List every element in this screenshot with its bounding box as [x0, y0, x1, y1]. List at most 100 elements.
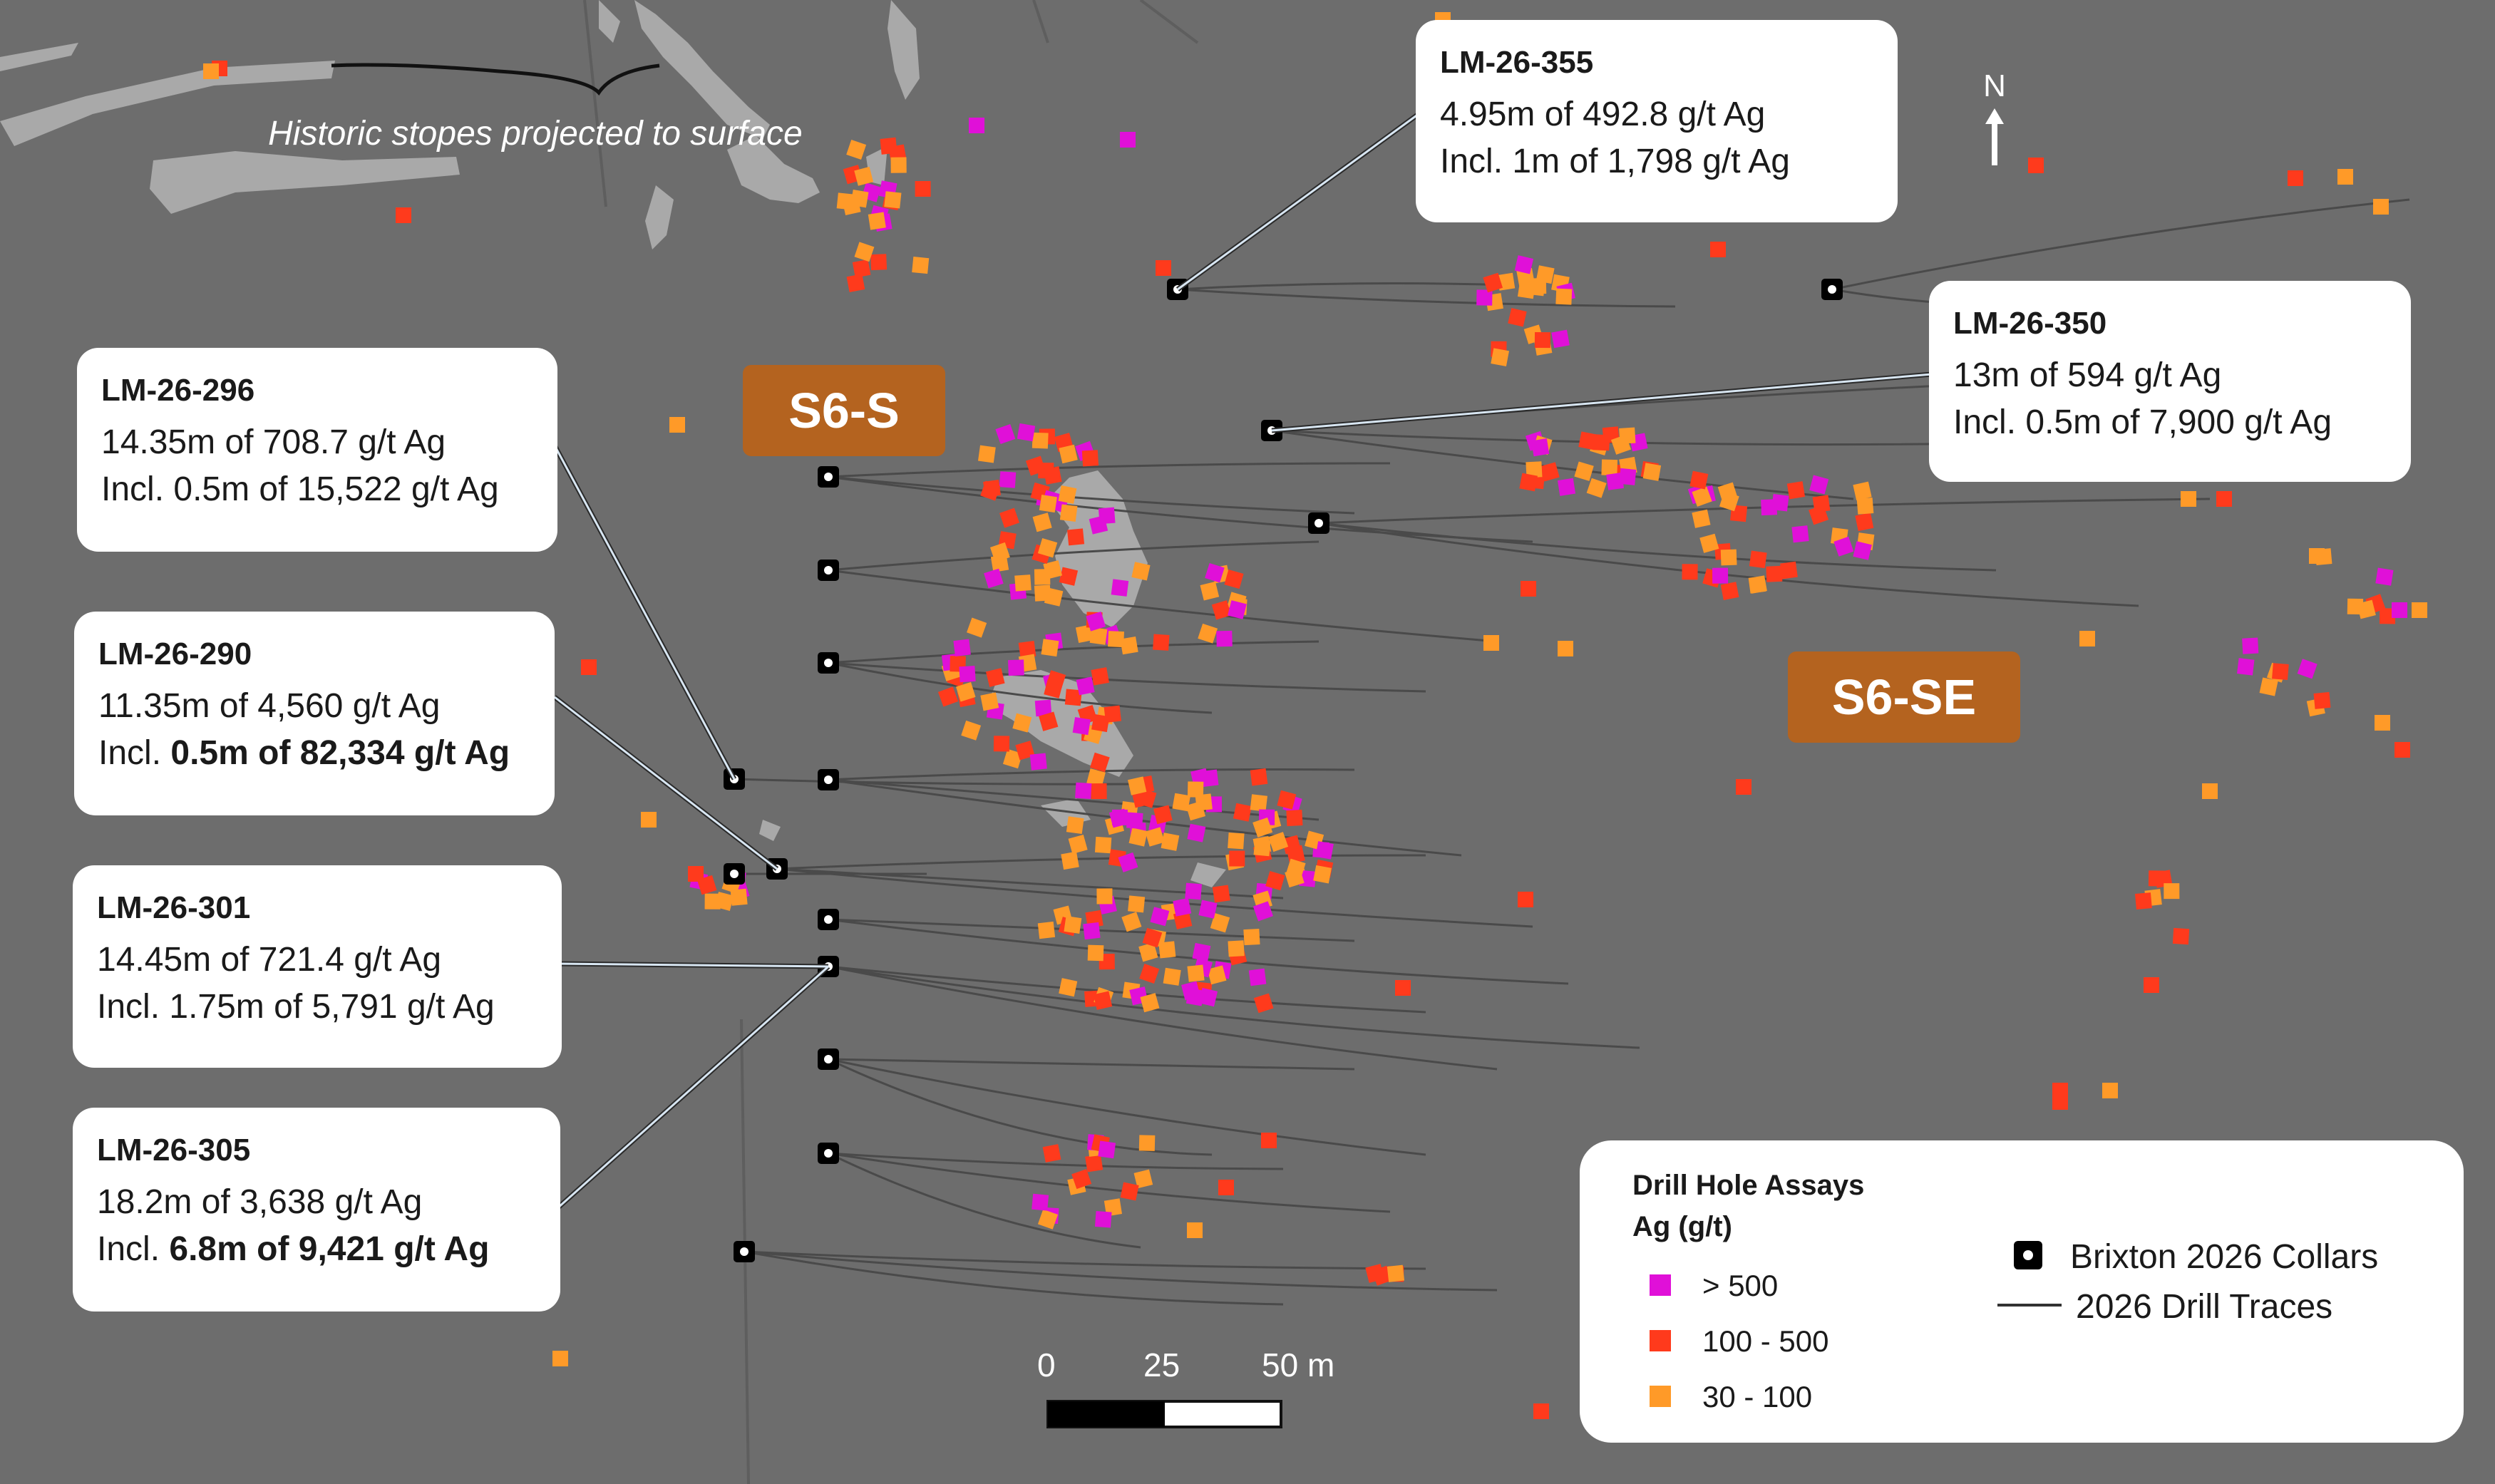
drill-trace — [1318, 522, 1997, 572]
assay-sample — [1710, 242, 1726, 257]
assay-sample — [1717, 482, 1738, 503]
assay-sample — [1530, 278, 1547, 294]
assay-sample — [1118, 852, 1138, 872]
assay-sample — [2392, 602, 2407, 618]
assay-sample — [854, 242, 875, 262]
assay-sample — [2181, 491, 2196, 507]
assay-sample — [1096, 888, 1113, 905]
assay-sample — [1277, 790, 1297, 810]
collar-marker — [818, 769, 839, 790]
collar-marker — [818, 909, 839, 930]
assay-sample — [1187, 781, 1204, 798]
assay-sample — [880, 137, 897, 155]
assay-sample — [1037, 537, 1058, 558]
assay-sample — [1187, 964, 1205, 982]
drill-trace — [776, 867, 1284, 900]
assay-sample — [1138, 942, 1158, 962]
assay-sample — [1043, 466, 1062, 485]
assay-sample — [1008, 659, 1024, 676]
callout-included: Incl. 1m of 1,798 g/t Ag — [1440, 143, 1790, 180]
assay-sample — [1156, 260, 1171, 276]
assay-sample — [1032, 432, 1049, 449]
assay-sample — [1200, 581, 1220, 601]
assay-sample — [1233, 803, 1252, 822]
assay-sample — [1044, 587, 1064, 607]
assay-sample — [1043, 560, 1063, 579]
assay-sample — [1111, 579, 1129, 597]
assay-sample — [1593, 434, 1610, 451]
map-legend: Drill Hole Assays Ag (g/t) > 500 100 - 5… — [1580, 1140, 2464, 1443]
assay-sample — [999, 507, 1020, 528]
assay-sample — [1856, 498, 1874, 515]
assay-sample — [1120, 636, 1138, 655]
assay-sample — [937, 686, 959, 707]
assay-sample — [1139, 963, 1160, 984]
drill-trace — [828, 778, 1462, 857]
assay-sample — [1766, 565, 1783, 582]
assay-sample — [1163, 967, 1181, 986]
assay-sample — [1749, 550, 1767, 569]
assay-sample — [1265, 870, 1285, 891]
assay-sample — [1606, 472, 1625, 490]
drill-trace — [776, 867, 1533, 928]
assay-sample — [1250, 794, 1267, 812]
legend-swatch-100-500 — [1650, 1330, 1671, 1351]
drill-trace — [828, 965, 1498, 1071]
assay-sample — [2164, 883, 2180, 900]
assay-sample — [1210, 912, 1230, 933]
callout-lm-26-350: LM-26-350 13m of 594 g/t Ag Incl. 0.5m o… — [1929, 281, 2411, 482]
assay-sample — [1692, 486, 1712, 507]
assay-sample — [1555, 288, 1573, 305]
assay-sample — [1059, 567, 1079, 586]
assay-sample — [1853, 541, 1872, 560]
assay-sample — [2375, 715, 2390, 731]
assay-sample — [1061, 851, 1079, 870]
legend-label-100-500: 100 - 500 — [1702, 1324, 1829, 1358]
assay-sample — [2309, 548, 2325, 564]
assay-sample — [1578, 431, 1598, 450]
assay-sample — [1032, 1193, 1049, 1211]
assay-sample — [1029, 753, 1047, 771]
assay-sample — [967, 617, 987, 638]
collar-marker — [818, 466, 839, 488]
assay-sample — [1243, 928, 1260, 946]
assay-sample — [1491, 348, 1509, 367]
assay-sample — [1534, 331, 1551, 349]
assay-sample — [1224, 570, 1244, 589]
assay-sample — [1068, 834, 1088, 855]
assay-sample — [1699, 533, 1719, 553]
assay-sample — [1072, 717, 1091, 736]
assay-sample — [1120, 132, 1136, 148]
assay-sample — [1195, 793, 1213, 811]
zone-badge-s6-s: S6-S — [743, 365, 945, 456]
scale-bar — [1046, 1400, 1282, 1428]
assay-sample — [1018, 640, 1036, 659]
assay-sample — [1853, 481, 1872, 500]
assay-sample — [1372, 1265, 1392, 1286]
callout-leaders — [552, 112, 1933, 1210]
callout-hole-id: LM-26-350 — [1953, 306, 2107, 341]
assay-sample — [1037, 921, 1056, 939]
assay-sample — [1387, 1264, 1405, 1282]
assay-sample — [1229, 850, 1245, 867]
assay-sample — [846, 274, 865, 292]
assay-sample — [1153, 634, 1170, 651]
assay-sample — [1042, 1144, 1061, 1163]
callout-included: Incl. 1.75m of 5,791 g/t Ag — [97, 988, 495, 1026]
assay-sample — [1601, 459, 1618, 476]
assay-sample — [2202, 783, 2218, 799]
assay-sample — [1094, 1210, 1112, 1228]
assay-sample — [2412, 602, 2427, 618]
assay-sample — [1032, 512, 1052, 532]
callout-interval: 18.2m of 3,638 g/t Ag — [97, 1183, 423, 1221]
assay-sample — [1483, 635, 1499, 651]
assay-sample — [854, 166, 874, 186]
drill-trace — [828, 1058, 1426, 1156]
assay-sample — [1187, 1222, 1203, 1238]
assay-sample — [1198, 987, 1218, 1007]
drill-trace — [1177, 282, 1512, 291]
assay-sample — [1228, 832, 1245, 850]
assay-sample — [2373, 199, 2389, 215]
assay-sample — [1085, 1154, 1104, 1173]
drill-trace — [828, 640, 1319, 664]
